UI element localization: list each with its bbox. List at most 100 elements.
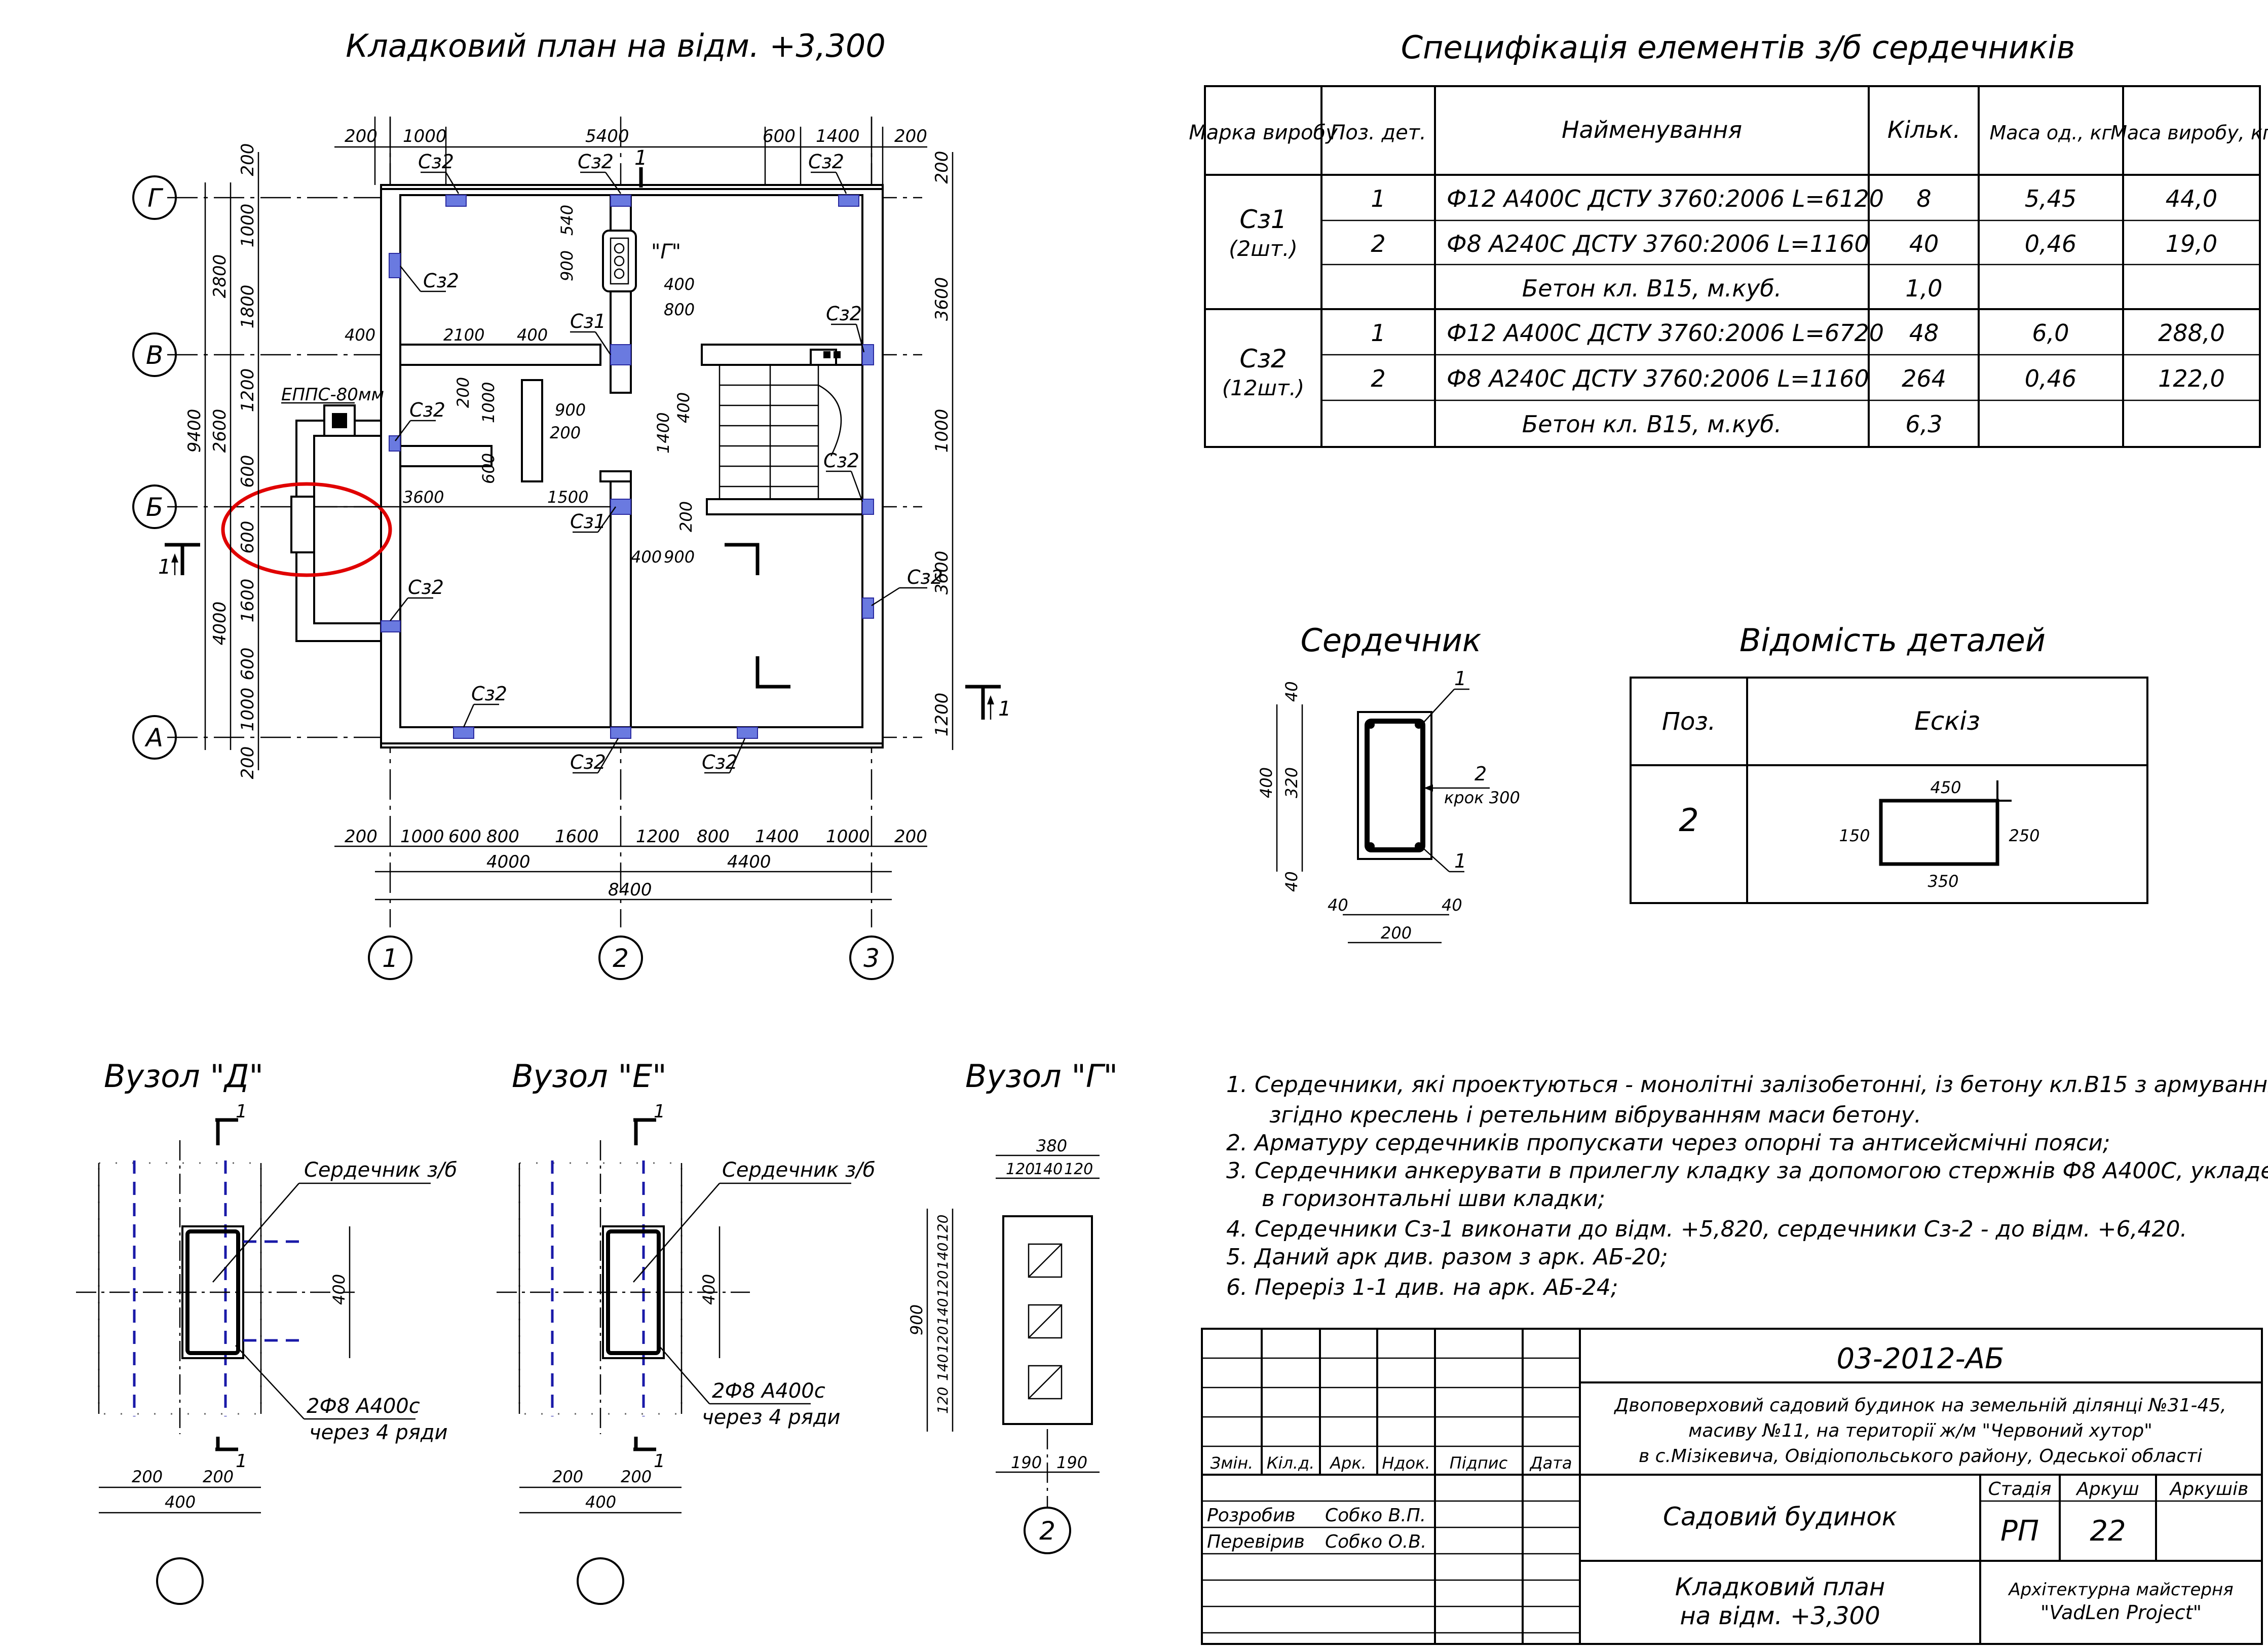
spec-count: (12шт.): [1222, 376, 1304, 400]
dim-text: 200: [550, 423, 581, 442]
node-rebar: через 4 ряди: [702, 1406, 841, 1429]
stamp-sheet-title: на відм. +3,300: [1680, 1602, 1880, 1630]
core-mark: [862, 597, 874, 619]
dim-text: 2800: [210, 254, 230, 298]
dim-text: 380: [1036, 1136, 1067, 1155]
dim-text: 40: [1282, 681, 1301, 702]
dim-text: 200: [676, 501, 696, 532]
dim-text: 200: [932, 151, 952, 184]
dim-text: 120: [934, 1326, 951, 1353]
dim-text: 1000: [826, 827, 870, 847]
spec-qty: 48: [1909, 319, 1939, 347]
spec-unit: 0,46: [2025, 230, 2076, 257]
dim-text: 1400: [654, 413, 673, 454]
stamp-name: Собко В.П.: [1325, 1505, 1426, 1526]
dims-left: 9400 2800 2600 4000 200 1000 1800 1200 6…: [184, 143, 259, 779]
spec-name: Ф8 А240С ДСТУ 3760:2006 L=1160: [1447, 230, 1869, 257]
core-label: Сз2: [702, 751, 738, 773]
core-mark: [610, 195, 631, 207]
parts-title: Відомість деталей: [1740, 622, 2046, 659]
axis-label-g: Г: [147, 183, 164, 213]
dim-text: 200: [552, 1467, 583, 1486]
dim-text: 3600: [403, 488, 444, 507]
dim-text: 200: [238, 746, 258, 779]
dim-text: 600: [238, 521, 258, 554]
node-g-ref: "Г": [651, 240, 681, 264]
dim-text: 200: [621, 1467, 652, 1486]
cut-label: 1: [654, 1101, 665, 1122]
spec-pos: 1: [1371, 319, 1385, 347]
dim-text: 400: [585, 1492, 616, 1512]
stamp-project-line: масиву №11, на території ж/м "Червоний х…: [1688, 1420, 2152, 1441]
spec-total: 288,0: [2158, 319, 2225, 347]
dim-text: 600: [763, 126, 796, 146]
spec-qty: 6,3: [1905, 410, 1942, 438]
dim-text: 800: [664, 300, 695, 319]
dim-text: 900: [664, 547, 695, 567]
stamp-role: Перевірив: [1207, 1531, 1305, 1552]
spec-total: 122,0: [2158, 365, 2225, 392]
masonry-plan: Кладковий план на відм. +3,300 Г В Б А: [132, 27, 1011, 980]
spec-name: Ф8 А240С ДСТУ 3760:2006 L=1160: [1447, 365, 1869, 392]
dim-text: 1200: [238, 368, 258, 413]
core-label: Сз2: [471, 683, 507, 705]
core-label: Сз1: [570, 310, 606, 332]
spec-mark: Сз1: [1239, 205, 1287, 234]
axis-label-node: 2: [1039, 1516, 1055, 1546]
stamp-col-head: Змін.: [1211, 1453, 1254, 1473]
axis-label-b: Б: [146, 493, 163, 522]
dim-text: 140: [934, 1298, 951, 1325]
core-mark: [445, 195, 467, 207]
note-line: 4. Сердечники Сз-1 виконати до відм. +5,…: [1226, 1216, 2187, 1242]
dim-text: 1000: [238, 204, 258, 248]
spec-table: Специфікація елементів з/б сердечників М…: [1189, 29, 2268, 448]
stamp-col-head: Ндок.: [1382, 1453, 1430, 1473]
core-label: Сз2: [826, 303, 862, 325]
dim-text: 9400: [184, 409, 205, 453]
dim-text: 200: [238, 143, 258, 176]
dim-text: 40: [1328, 895, 1348, 915]
axis-label-1: 1: [382, 944, 398, 973]
spec-qty: 40: [1909, 230, 1939, 257]
stamp-org: "VadLen Project": [2040, 1601, 2202, 1624]
dim-text: 1000: [238, 688, 258, 732]
stamp-project-line: в с.Мізікевича, Овідіопольського району,…: [1639, 1446, 2202, 1467]
note-line: 3. Сердечники анкерувати в прилеглу клад…: [1226, 1158, 2268, 1184]
dim-text: 3600: [932, 551, 952, 595]
axis-bubble-row-b: Б: [132, 484, 177, 529]
spec-mark: Сз2: [1239, 344, 1287, 373]
dims-bottom: 200 1000 600 800 1600 1200 800 1400 1000…: [334, 827, 927, 901]
dim-text: 400: [664, 275, 695, 294]
parts-header: Поз.: [1662, 707, 1716, 736]
stamp-code: 03-2012-АБ: [1837, 1342, 2005, 1375]
core-mark: [610, 727, 631, 739]
dim-text: 190: [1011, 1453, 1042, 1472]
stamp-col-head: Дата: [1529, 1453, 1572, 1473]
section-marks: 1 1 1 "Г" ЕППС-80мм: [158, 146, 1011, 721]
dim-text: 140: [934, 1354, 951, 1381]
dim-text: 900: [557, 250, 577, 281]
spec-name: Ф12 А400С ДСТУ 3760:2006 L=6120: [1447, 185, 1884, 212]
axis-label-3: 3: [863, 944, 880, 973]
core-label: Сз2: [423, 270, 459, 292]
spec-qty: 264: [1902, 365, 1946, 392]
dim-text: 120: [1064, 1160, 1093, 1178]
axis-bubble-row-g: Г: [132, 175, 177, 220]
note-line: 5. Даний арк див. разом з арк. АБ-20;: [1226, 1244, 1668, 1270]
dim-text: 400: [345, 325, 375, 345]
dim-text: 600: [448, 827, 481, 847]
core-label: Сз2: [578, 151, 614, 173]
node-rebar: 2Ф8 А400с: [307, 1395, 420, 1418]
sketch-dim: 450: [1930, 778, 1961, 797]
node-callout: Сердечник з/б: [304, 1158, 457, 1182]
core-mark: [453, 727, 474, 739]
stamp-name: Собко О.В.: [1325, 1531, 1427, 1552]
core-mark: [737, 727, 758, 739]
spec-name: Ф12 А400С ДСТУ 3760:2006 L=6720: [1447, 319, 1884, 347]
core-label: Сз2: [907, 566, 943, 588]
dim-text: 2100: [443, 325, 484, 345]
dim-text: 200: [132, 1467, 163, 1486]
axis-label-v: В: [146, 341, 163, 370]
core-mark: [389, 435, 401, 452]
core-detail-label: 1: [1454, 850, 1466, 872]
